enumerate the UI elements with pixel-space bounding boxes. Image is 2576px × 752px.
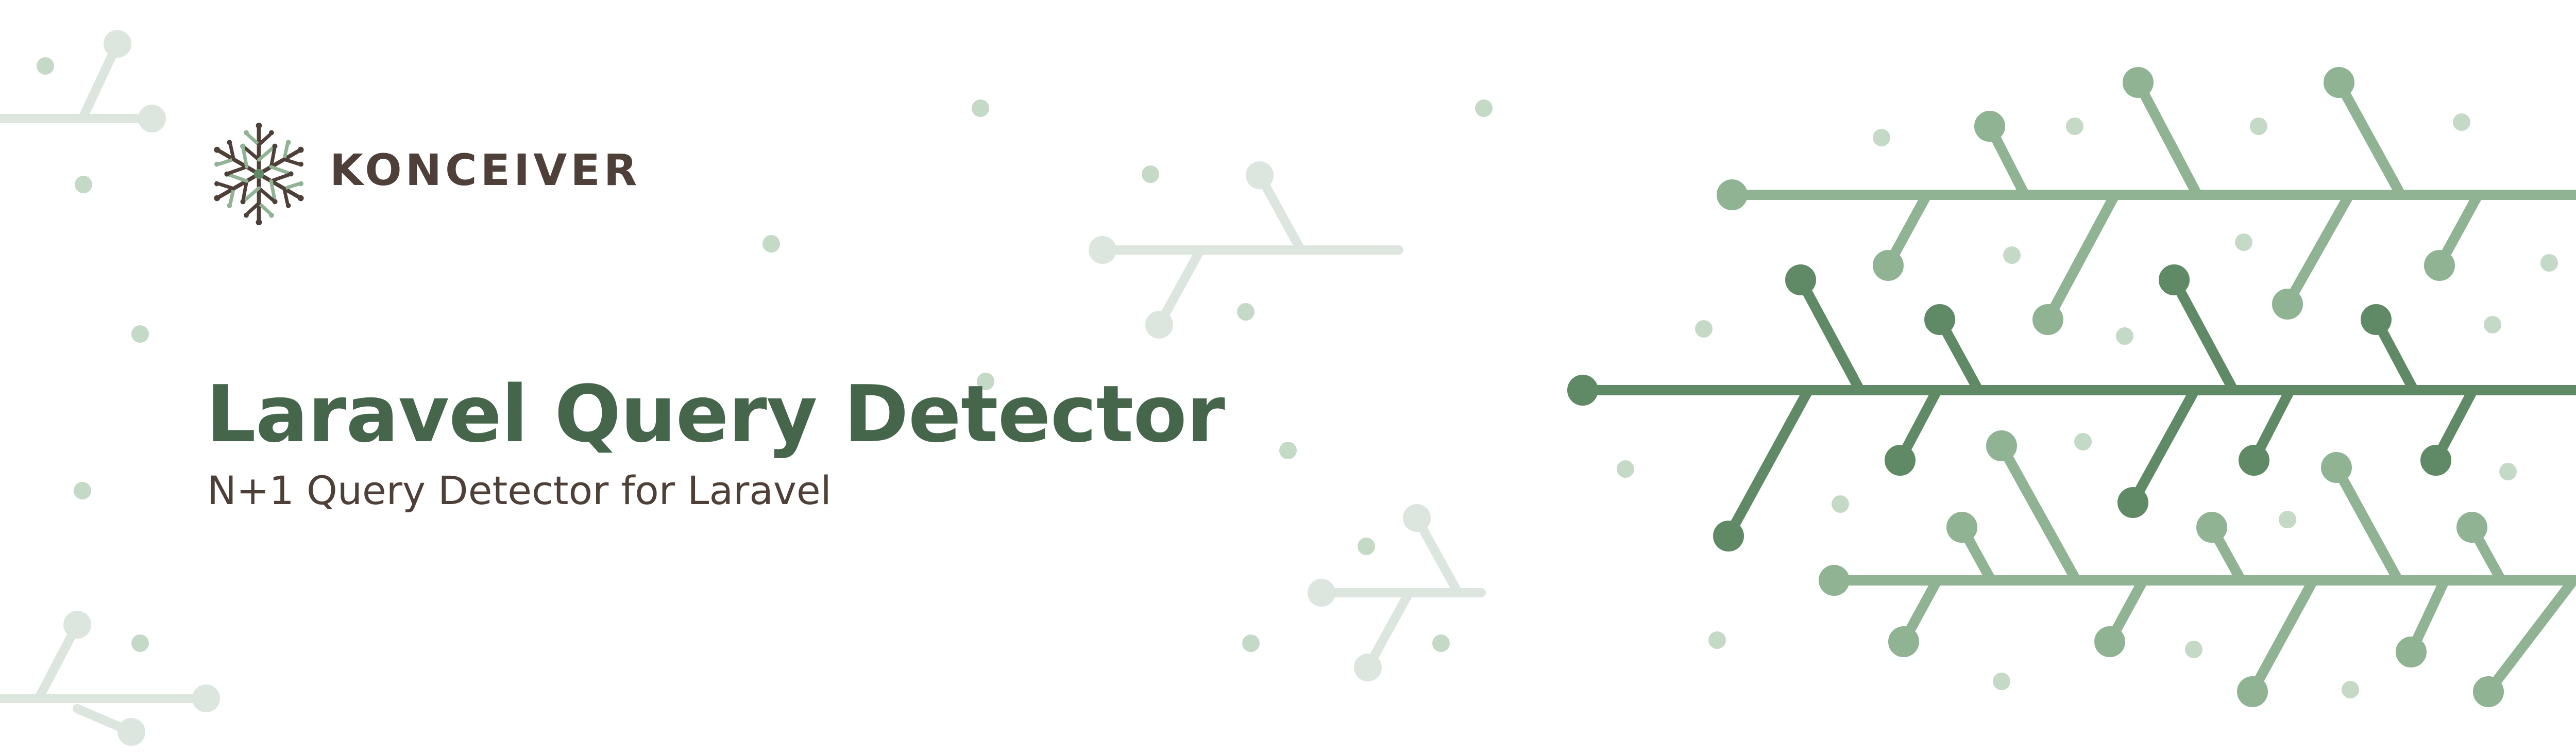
branch-middle-row [1567,264,2576,552]
scattered-dots [37,57,2558,698]
faint-branch-bottom-left [0,611,220,746]
page-title: Laravel Query Detector [206,369,1225,460]
page-subtitle: N+1 Query Detector for Laravel [207,467,832,513]
faint-branch-middle-bottom [1308,504,1486,681]
faint-branch-middle-top [1089,161,1403,339]
brand-name: KONCEIVER [330,145,641,195]
faint-branch-top-left [0,30,166,132]
snowflake-tree-icon [204,122,314,229]
branch-bottom-row [1819,430,2576,707]
branch-top-row [1717,67,2576,335]
